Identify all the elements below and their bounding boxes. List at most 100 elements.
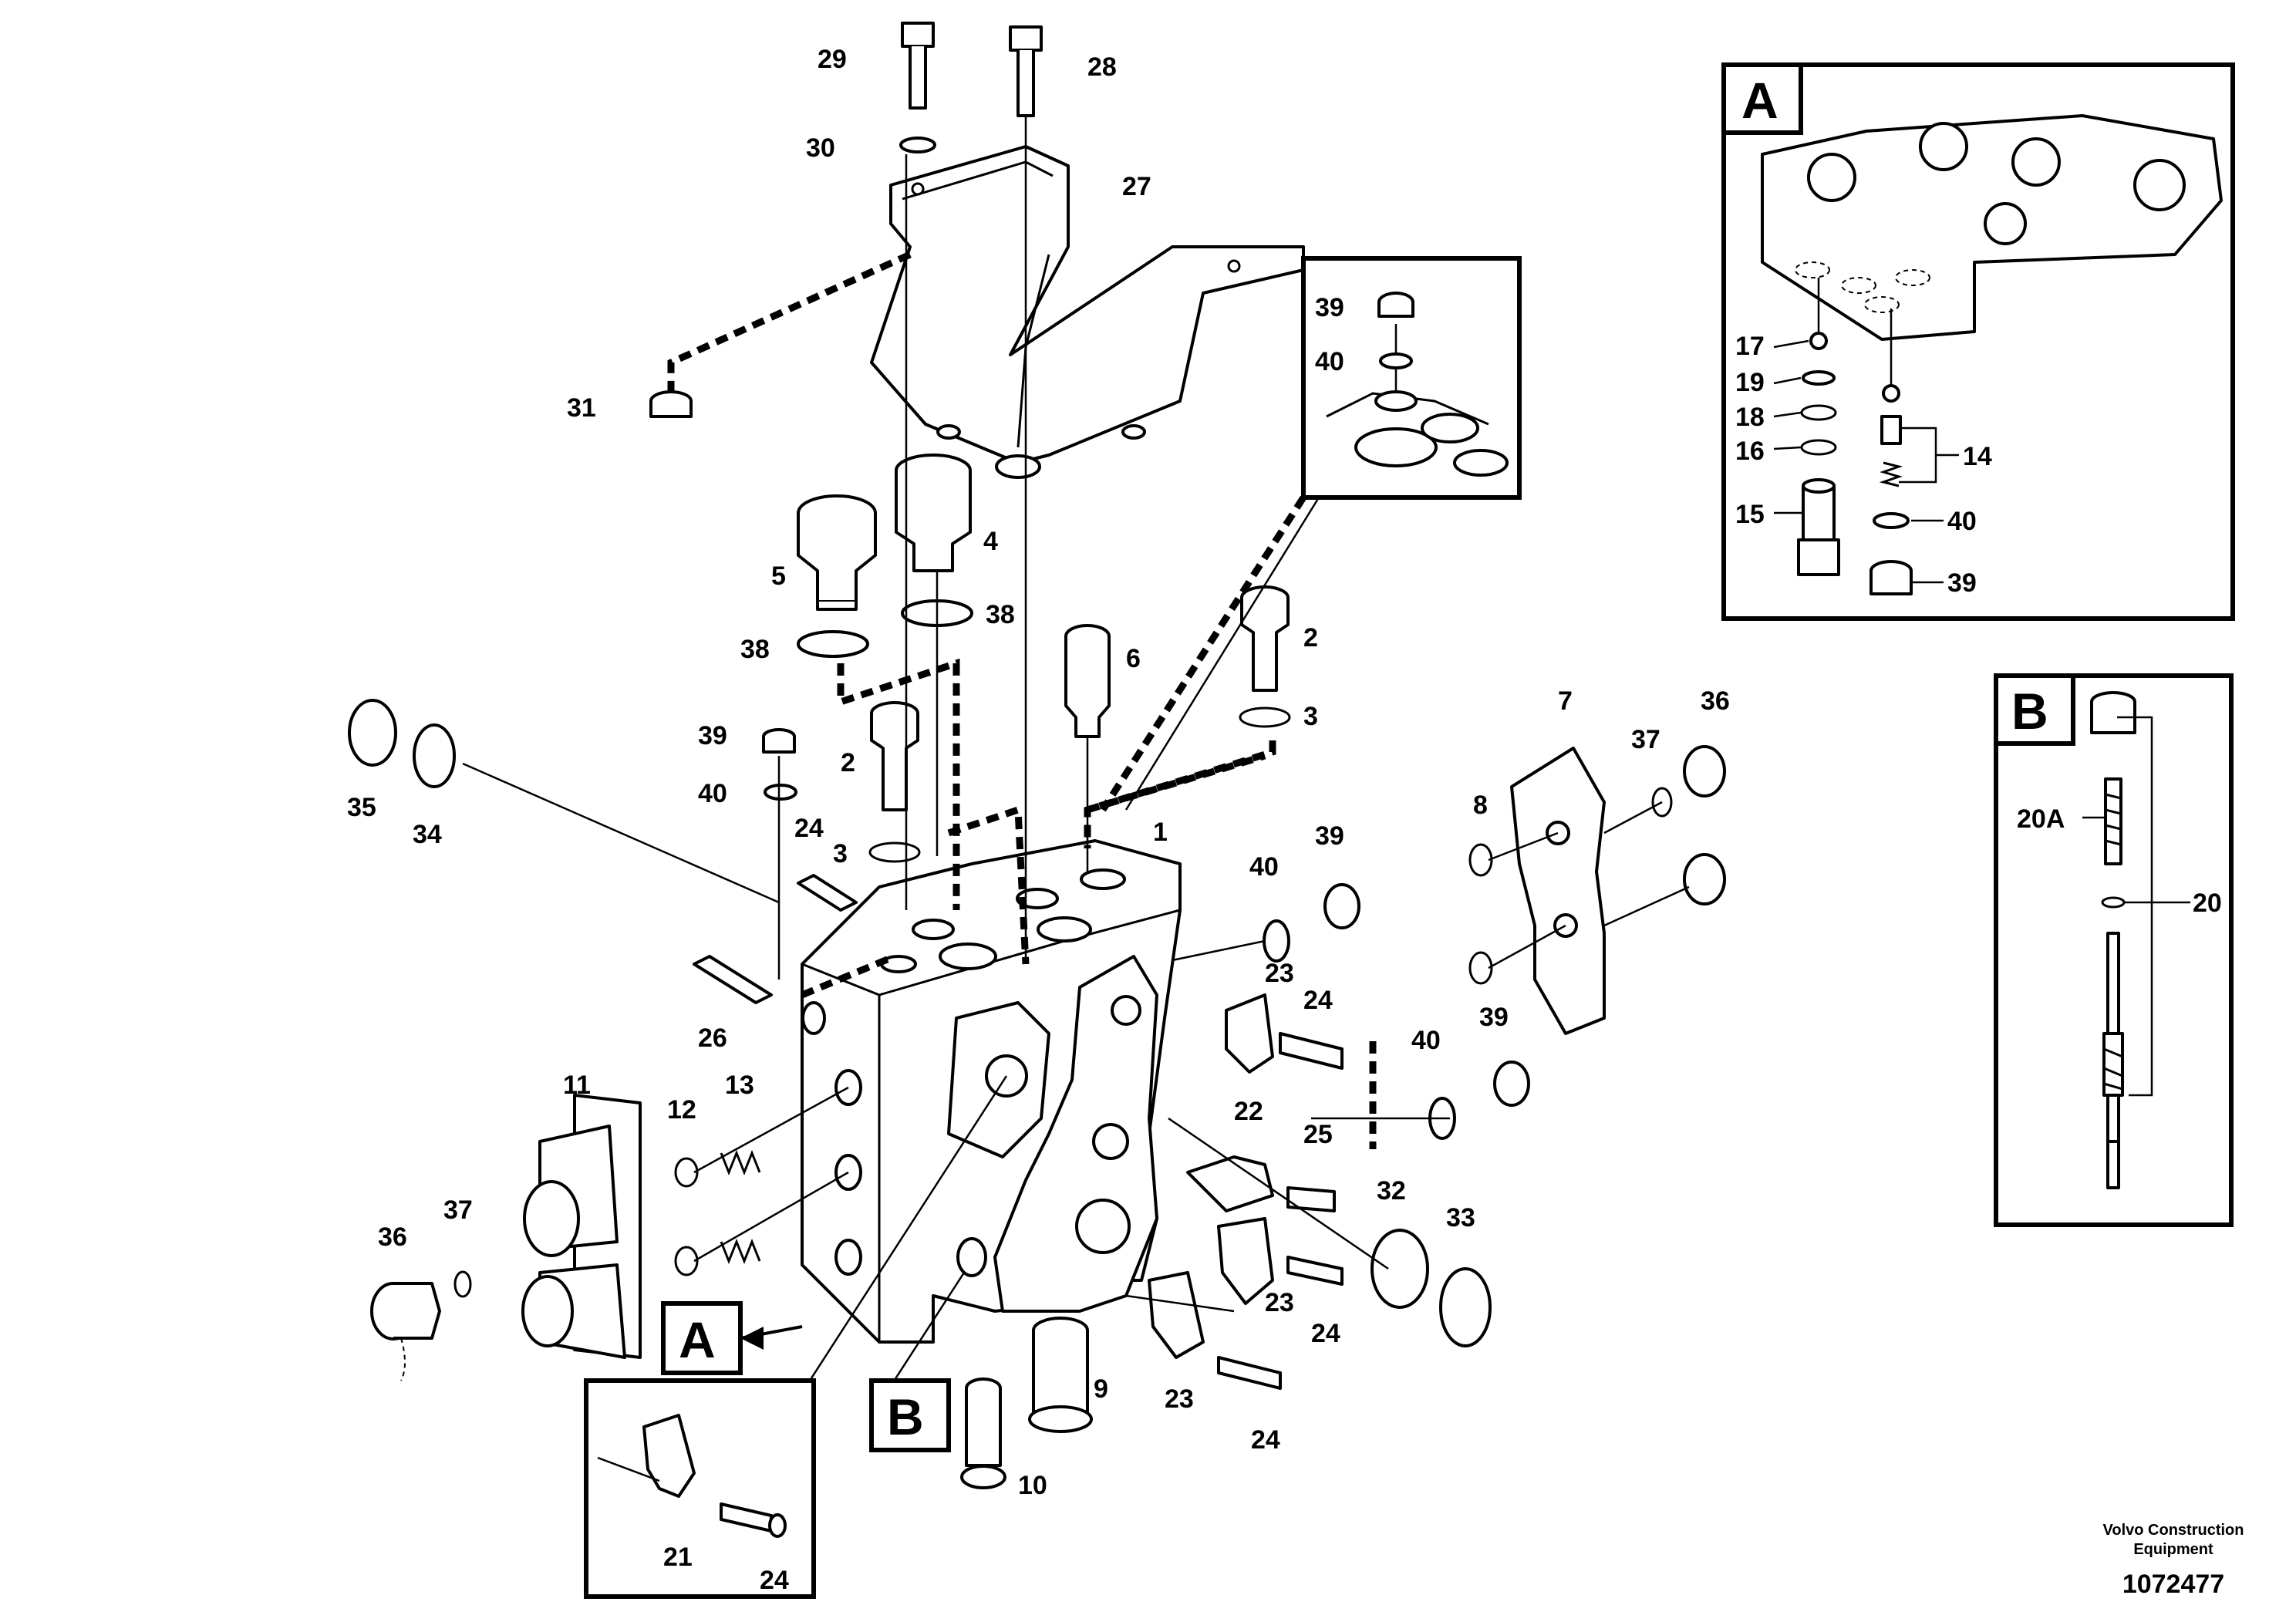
callout-13: 13	[725, 1071, 754, 1100]
oring-8b	[1468, 951, 1493, 985]
seal-35	[348, 699, 397, 767]
inset-flange-detail: 21 24	[584, 1378, 816, 1599]
callout-11: 11	[563, 1071, 591, 1100]
test-coupling-36-left	[370, 1282, 441, 1381]
oring-8a	[1468, 843, 1493, 877]
inset-pointer	[1100, 495, 1306, 812]
callout-24b: 24	[1303, 986, 1333, 1015]
spring-13	[720, 1149, 761, 1265]
oring-12b	[674, 1246, 699, 1276]
bolt-25	[1286, 1186, 1336, 1212]
detail-a-label-18: 18	[1735, 403, 1765, 432]
seal-38a	[797, 630, 869, 658]
detail-a-label-15: 15	[1735, 500, 1765, 529]
valve-9	[1028, 1317, 1093, 1433]
callout-23c: 23	[1165, 1384, 1194, 1414]
callout-36b: 36	[1701, 686, 1730, 716]
footer-block: Volvo Construction Equipment 1072477	[2103, 1522, 2244, 1599]
nut-31	[649, 390, 693, 418]
callout-24d: 24	[1251, 1425, 1280, 1455]
callout-26: 26	[698, 1023, 727, 1053]
valve-10	[960, 1378, 1006, 1489]
callout-34: 34	[413, 820, 442, 849]
company-name-line2: Equipment	[2133, 1541, 2213, 1558]
callout-6: 6	[1126, 644, 1141, 673]
tag-b-main-text: B	[887, 1388, 924, 1445]
callout-1: 1	[1153, 818, 1168, 847]
valve-2-lower	[870, 701, 919, 811]
callout-23a: 23	[1265, 959, 1294, 988]
seal-40b	[1263, 919, 1290, 963]
callout-12: 12	[667, 1095, 696, 1125]
bolt-24-lower	[1217, 1256, 1344, 1390]
seal-33	[1439, 1267, 1492, 1347]
test-coupling-36-right	[1683, 745, 1726, 905]
mounting-bracket	[870, 145, 1305, 479]
detail-b-tag: B	[2011, 683, 2048, 740]
detail-a-label-40: 40	[1947, 507, 1977, 536]
oring-12	[674, 1157, 699, 1188]
tag-a-main-text: A	[679, 1311, 716, 1368]
callout-36a: 36	[378, 1222, 407, 1252]
callout-22: 22	[1234, 1097, 1263, 1126]
inset-label-40: 40	[1315, 347, 1344, 376]
inset-label-24: 24	[760, 1566, 789, 1595]
bolt-26	[693, 955, 773, 1004]
callout-31: 31	[567, 393, 596, 423]
plug-39c	[1493, 1061, 1530, 1107]
callout-3b: 3	[1303, 702, 1318, 731]
callout-25: 25	[1303, 1120, 1333, 1149]
callout-24c: 24	[1311, 1319, 1340, 1348]
detail-b-label-20: 20	[2193, 889, 2222, 918]
detail-a-label-39: 39	[1947, 568, 1977, 598]
bolt-24-right	[1279, 1032, 1344, 1070]
seal-34	[413, 723, 456, 788]
bolt-29	[901, 22, 935, 110]
callout-33: 33	[1446, 1203, 1475, 1233]
oring-3b	[1239, 706, 1291, 728]
washer-30	[899, 137, 936, 153]
oring-37-left	[453, 1270, 472, 1298]
control-valve-block	[801, 839, 1182, 1344]
flange-half-23c	[1148, 1271, 1205, 1359]
callout-30: 30	[806, 133, 835, 163]
drawing-number: 1072477	[2122, 1570, 2224, 1599]
seal-40a	[764, 784, 797, 801]
plug-39a	[762, 728, 796, 754]
callout-9: 9	[1094, 1374, 1108, 1404]
inset-pointer-b	[1124, 497, 1320, 811]
tag-b-main: B	[869, 1378, 951, 1452]
callout-37a: 37	[443, 1195, 473, 1225]
callout-38a: 38	[740, 635, 770, 664]
callout-29: 29	[818, 45, 847, 74]
detail-a-panel: A 17 19 18 16	[1721, 62, 2235, 621]
callout-23b: 23	[1265, 1288, 1294, 1317]
bolt-28	[1009, 25, 1043, 117]
callout-3a: 3	[833, 839, 848, 868]
oring-37-right	[1651, 787, 1673, 818]
cover-plate-11	[521, 1094, 642, 1359]
callout-35: 35	[347, 793, 376, 822]
cartridge-5	[797, 494, 877, 611]
detail-a-label-19: 19	[1735, 368, 1765, 397]
callout-39c: 39	[1479, 1003, 1509, 1032]
flange-half-22	[1186, 1155, 1274, 1212]
detail-b-label-20a: 20A	[2017, 804, 2065, 834]
gasket-plate-7	[1510, 747, 1606, 1035]
inset-label-21: 21	[663, 1543, 693, 1572]
detail-a-label-14: 14	[1963, 442, 1992, 471]
dashed-guides	[667, 251, 1377, 1149]
detail-b-panel: B 20A 20	[1994, 673, 2234, 1227]
flange-half-23b	[1217, 1217, 1274, 1305]
callout-40a: 40	[698, 779, 727, 808]
callout-10: 10	[1018, 1471, 1047, 1500]
callout-2b: 2	[841, 748, 855, 777]
bolt-24-upper	[797, 874, 858, 912]
valve-2-upper	[1240, 585, 1290, 692]
valve-6	[1064, 624, 1111, 738]
callout-40c: 40	[1411, 1026, 1441, 1055]
callout-4: 4	[983, 527, 998, 556]
callout-28: 28	[1087, 52, 1117, 82]
